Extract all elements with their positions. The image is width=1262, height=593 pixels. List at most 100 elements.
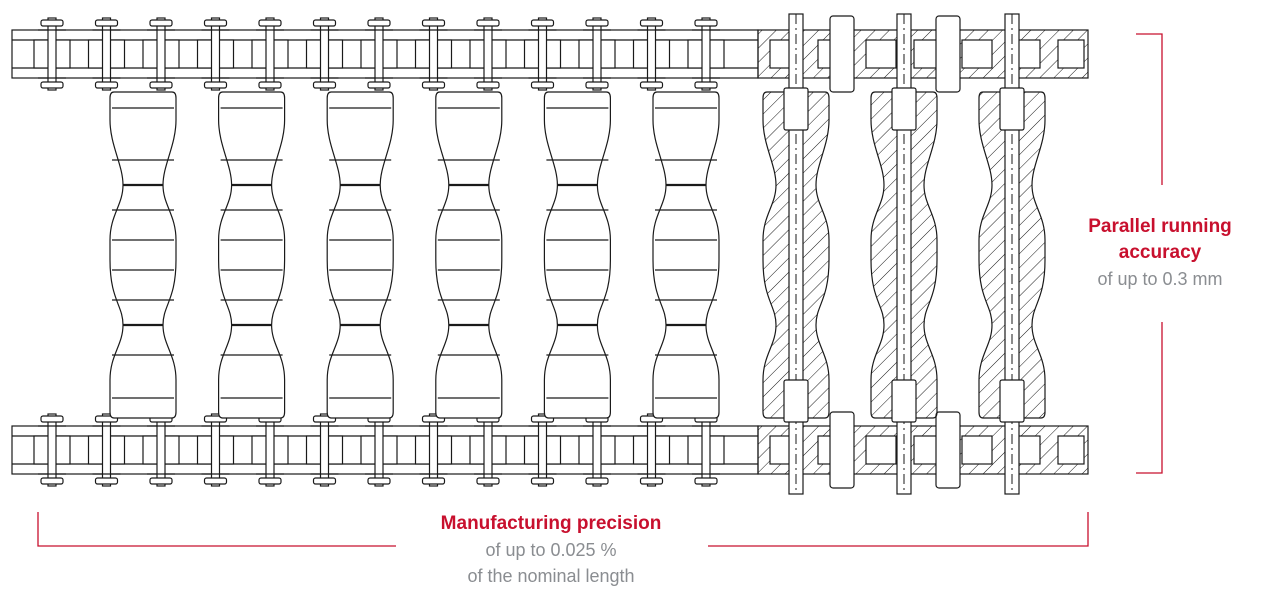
sectioned-roller-row — [762, 13, 1046, 495]
chain-pin — [701, 413, 711, 487]
parallel-accuracy-value: of up to 0.3 mm — [1097, 269, 1223, 289]
shaft-bushing — [783, 379, 809, 423]
sectioned-link-plate — [829, 15, 855, 93]
chain-pin — [374, 17, 384, 91]
pin-cap — [312, 477, 337, 485]
sectioned-chain-roller — [865, 39, 897, 69]
chain-pin — [428, 17, 439, 91]
pin-cap — [94, 19, 119, 27]
chain-pin — [210, 413, 221, 487]
pin-cap — [530, 81, 555, 89]
sectioned-link-plate — [935, 15, 961, 93]
chain-pin — [101, 17, 112, 91]
chain-pin — [646, 17, 657, 91]
conveyor-roller — [652, 91, 720, 419]
chain-pin — [701, 17, 711, 91]
chain-pin — [537, 413, 548, 487]
pin-cap — [421, 477, 446, 485]
pin-cap — [421, 19, 446, 27]
top-chain-strand — [11, 15, 1089, 93]
parallel-bracket-bottom — [1136, 322, 1163, 474]
shaft-bushing — [891, 87, 917, 131]
precision-bracket-right — [708, 512, 1089, 547]
shaft-bushing — [783, 87, 809, 131]
sectioned-chain-roller — [1057, 435, 1085, 465]
chain-pin — [319, 17, 330, 91]
chain-pin — [265, 413, 275, 487]
precision-bracket-left — [37, 512, 396, 547]
chain-pin — [319, 413, 330, 487]
bottom-chain-strand — [11, 411, 1089, 489]
pin-cap — [40, 19, 64, 27]
pin-cap — [312, 19, 337, 27]
chain-pin — [47, 17, 57, 91]
chain-pin — [156, 413, 166, 487]
chain-pin — [101, 413, 112, 487]
pin-cap — [694, 81, 718, 89]
pin-cap — [149, 81, 173, 89]
conveyor-roller — [435, 91, 503, 419]
chain-pin — [483, 17, 493, 91]
shaft-bushing — [999, 87, 1025, 131]
pin-cap — [40, 81, 64, 89]
parallel-accuracy-title-line2: accuracy — [1118, 242, 1202, 263]
conveyor-roller — [109, 91, 177, 419]
manufacturing-precision-value-line1: of up to 0.025 % — [485, 540, 617, 560]
conveyor-roller — [218, 91, 286, 419]
chain-pin — [592, 17, 602, 91]
pin-cap — [258, 19, 282, 27]
pin-cap — [203, 81, 228, 89]
pin-cap — [476, 477, 500, 485]
sectioned-chain-roller — [961, 39, 993, 69]
pin-cap — [585, 19, 609, 27]
parallel-accuracy-title-line1: Parallel running — [1088, 216, 1232, 237]
chain-pin — [156, 17, 166, 91]
pin-cap — [149, 477, 173, 485]
dimension-brackets — [37, 33, 1163, 547]
manufacturing-precision-title: Manufacturing precision — [440, 513, 662, 534]
pin-cap — [367, 477, 391, 485]
chain-pin — [646, 413, 657, 487]
pin-cap — [639, 81, 664, 89]
chain-pin — [374, 413, 384, 487]
conveyor-roller — [543, 91, 611, 419]
pin-cap — [40, 415, 64, 423]
chain-pin — [47, 413, 57, 487]
pin-cap — [476, 19, 500, 27]
shaft-bushing — [891, 379, 917, 423]
pin-cap — [694, 477, 718, 485]
pin-cap — [94, 477, 119, 485]
sectioned-chain-roller — [961, 435, 993, 465]
parallel-accuracy-label: Parallel running accuracy of up to 0.3 m… — [1062, 214, 1258, 292]
pin-cap — [476, 81, 500, 89]
pin-cap — [203, 19, 228, 27]
manufacturing-precision-value-line2: of the nominal length — [467, 566, 635, 586]
manufacturing-precision-label: Manufacturing precision of up to 0.025 %… — [396, 511, 706, 589]
chain-pin — [210, 17, 221, 91]
pin-cap — [639, 477, 664, 485]
pin-cap — [367, 81, 391, 89]
pin-cap — [530, 19, 555, 27]
pin-cap — [367, 19, 391, 27]
pin-cap — [149, 19, 173, 27]
pin-cap — [312, 81, 337, 89]
sectioned-link-plate — [829, 411, 855, 489]
sectioned-chain-roller — [865, 435, 897, 465]
roller-row — [109, 91, 720, 419]
pin-cap — [585, 81, 609, 89]
pin-cap — [585, 477, 609, 485]
pin-cap — [203, 477, 228, 485]
chain-pin — [428, 413, 439, 487]
sectioned-link-plate — [935, 411, 961, 489]
chain-pin — [537, 17, 548, 91]
pin-cap — [40, 477, 64, 485]
conveyor-roller — [326, 91, 394, 419]
chain-pin — [265, 17, 275, 91]
pin-cap — [94, 81, 119, 89]
parallel-bracket-top — [1136, 33, 1163, 185]
pin-cap — [258, 81, 282, 89]
pin-cap — [258, 477, 282, 485]
pin-cap — [530, 477, 555, 485]
pin-cap — [694, 19, 718, 27]
